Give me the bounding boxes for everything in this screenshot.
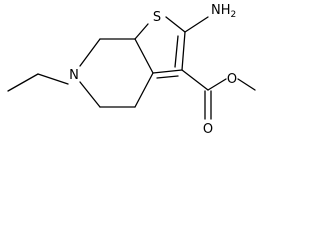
bond-c3-c3a [152,69,183,74]
bond-ester-o-methyl [237,78,256,91]
molecule-diagram: S NH2 N O O [7,3,256,137]
sulfur-label: S [153,10,161,25]
bond-c2-c3 [181,31,186,71]
ring-nitrogen-label: N [69,68,79,83]
bond-c7a-c3a [134,38,154,74]
bond-c3-carbonyl [181,69,209,91]
bond-c2-nh2 [184,16,209,33]
bond-n-c7 [79,38,101,67]
bond-c7a-s [134,23,149,40]
bond-s-c2 [165,16,186,33]
carbonyl-oxygen-label: O [203,122,213,137]
bond-carbonyl-ester-o [207,78,227,91]
bond-c2-c3-double [174,35,179,68]
bond-c5-n [79,81,101,108]
ester-oxygen-label: O [227,72,237,87]
bond-ethyl-ch3 [7,73,39,92]
bond-c3-c3a-double [156,75,179,79]
amino-label: NH2 [211,3,236,20]
amino-subscript: 2 [231,10,237,20]
bond-c3a-c4 [134,72,154,108]
bond-ethyl-ch2 [37,73,69,85]
amino-text: NH [211,3,231,18]
